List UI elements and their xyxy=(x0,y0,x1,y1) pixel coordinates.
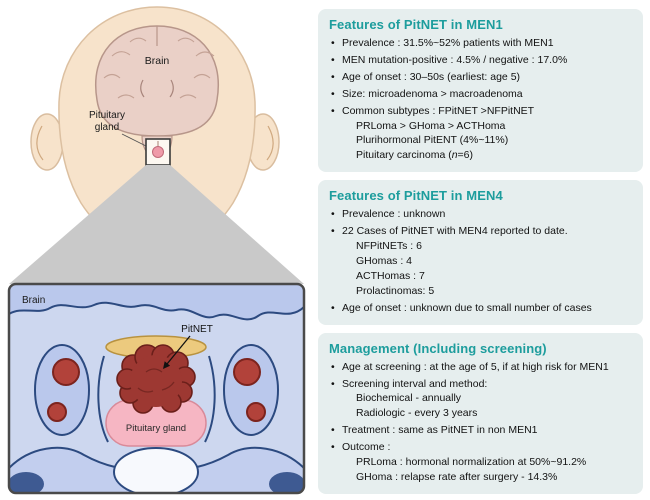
sub-item: Plurihormonal PitENT (4%~11%) xyxy=(356,134,509,147)
cavernous-sinus-left xyxy=(34,344,90,436)
bullet-item: Age at screening : at the age of 5, if a… xyxy=(329,360,632,375)
cavernous-sinus-right xyxy=(223,344,279,436)
pituitary-label-line1: Pituitary xyxy=(89,110,125,121)
panel-title-management: Management (Including screening) xyxy=(329,340,547,356)
inset-brain-band-edge xyxy=(9,301,304,321)
sub-item: Radiologic - every 3 years xyxy=(356,407,478,420)
bullet-item: Outcome : xyxy=(329,440,632,455)
pituitary-leader-line xyxy=(121,133,147,147)
sub-item: GHomas : 4 xyxy=(356,254,413,267)
pitnet-arrow xyxy=(163,335,191,369)
brain-label: Brain xyxy=(145,55,170,67)
bullet-item: Common subtypes : FPitNET >NFPitNET xyxy=(329,104,632,119)
pituitary-zoom-box xyxy=(145,138,171,166)
bullet-item: Treatment : same as PitNET in non MEN1 xyxy=(329,423,632,438)
carotid-artery-icon xyxy=(47,358,266,422)
bullet-item: 22 Cases of PitNET with MEN4 reported to… xyxy=(329,224,632,239)
bullet-item: Prevalence : 31.5%~52% patients with MEN… xyxy=(329,36,632,51)
sphenoid-sinus-shape xyxy=(113,447,199,493)
sella-wall-left xyxy=(97,355,109,443)
bullet-item: Age of onset : 30–50s (earliest: age 5) xyxy=(329,70,632,85)
sub-item: NFPitNETs : 6 xyxy=(356,240,422,253)
anatomy-illustration: Brain Pituitary gland xyxy=(7,6,306,495)
inset-brain-label: Brain xyxy=(22,295,45,306)
bullet-item: MEN mutation-positive : 4.5% / negative … xyxy=(329,53,632,68)
sub-item: GHoma : relapse rate after surgery - 14.… xyxy=(356,470,558,483)
inset-border xyxy=(7,282,306,495)
bullet-item: Age of onset : unknown due to small numb… xyxy=(329,301,632,316)
sub-item: ACTHomas : 7 xyxy=(356,269,425,282)
inset-brain-band xyxy=(9,284,304,320)
sub-item: Pituitary carcinoma (n=6) xyxy=(356,149,474,162)
sub-item: PRLoma : hormonal normalization at 50%~9… xyxy=(356,456,587,469)
panel-title-men1: Features of PitNET in MEN1 xyxy=(329,17,503,32)
panel-features-men4: Features of PitNET in MEN4 Prevalence : … xyxy=(318,180,643,325)
info-panels: Features of PitNET in MEN1 Prevalence : … xyxy=(318,9,643,494)
bullet-item: Size: microadenoma > macroadenoma xyxy=(329,87,632,102)
bullet-item: Screening interval and method: xyxy=(329,377,632,392)
bullet-item: Prevalence : unknown xyxy=(329,207,632,222)
inset-pituitary-label: Pituitary gland xyxy=(126,423,186,434)
zoom-trapezoid xyxy=(9,165,304,284)
panel-title-men4: Features of PitNET in MEN4 xyxy=(329,188,503,204)
pituitary-label-line2: gland xyxy=(95,122,119,133)
sella-wall-right xyxy=(204,355,216,443)
pitnet-label: PitNET xyxy=(181,324,213,335)
bottom-left-blue-blob xyxy=(9,472,44,493)
sub-item: Biochemical - annually xyxy=(356,392,462,405)
bottom-right-blue-blob xyxy=(269,472,304,493)
panel-management: Management (Including screening) Age at … xyxy=(318,332,643,494)
sub-item: PRLoma > GHoma > ACTHoma xyxy=(356,119,506,132)
panel-features-men1: Features of PitNET in MEN1 Prevalence : … xyxy=(318,9,643,173)
sub-item: Prolactinomas: 5 xyxy=(356,284,435,297)
